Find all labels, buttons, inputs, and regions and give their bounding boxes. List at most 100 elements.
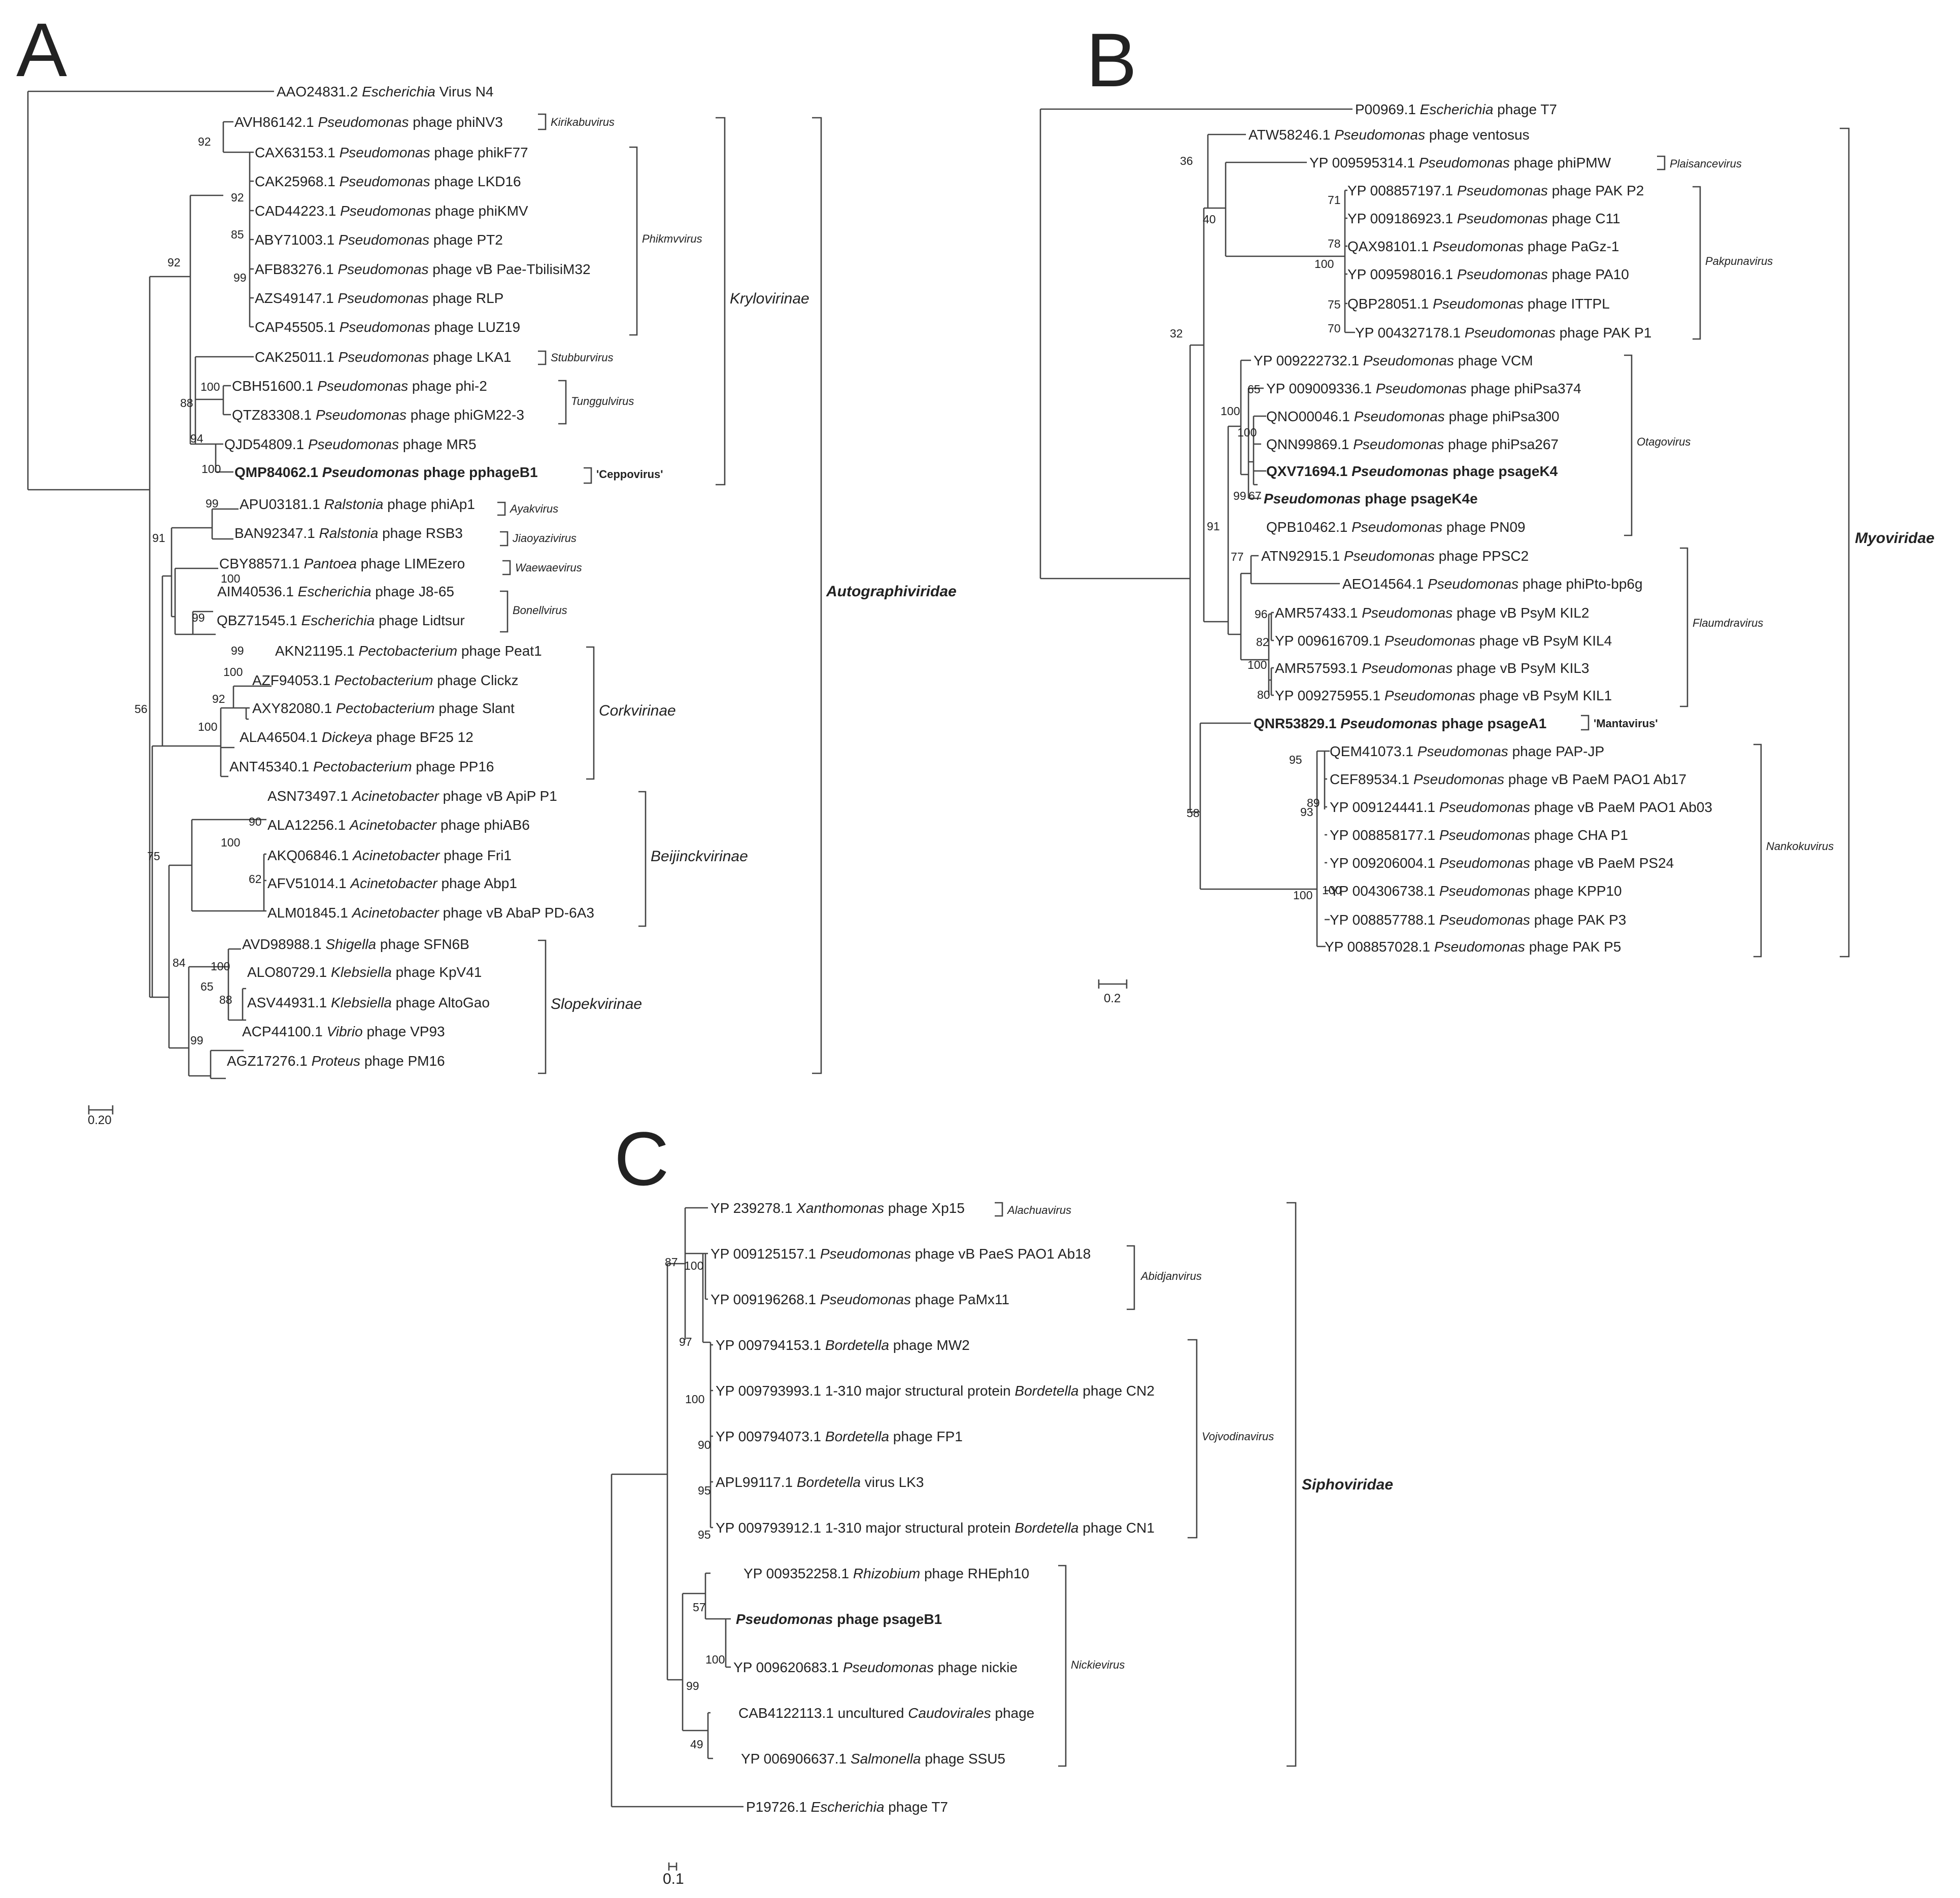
leaf-label-cab4122113-1-uncultured: CAB4122113.1 uncultured Caudovirales pha… xyxy=(738,1705,1034,1721)
panel-b-genus-brackets xyxy=(1581,127,1850,958)
leaf-description: phage Fri1 xyxy=(440,848,512,863)
leaf-description: phage RHEph10 xyxy=(920,1566,1029,1581)
leaf-description: phage phikF77 xyxy=(430,145,528,160)
leaf-accession: BAN92347.1 xyxy=(234,525,319,541)
bootstrap-value: 84 xyxy=(173,956,186,969)
leaf-label-cby88571-1: CBY88571.1 Pantoea phage LIMEzero xyxy=(219,556,465,571)
leaf-label-atw58246-1: ATW58246.1 Pseudomonas phage ventosus xyxy=(1248,127,1530,143)
leaf-accession: APL99117.1 xyxy=(716,1474,797,1490)
leaf-accession: AMR57593.1 xyxy=(1275,660,1362,676)
leaf-description: phage LUZ19 xyxy=(430,319,520,335)
leaf-genus: Acinetobacter xyxy=(349,875,438,891)
leaf-accession: ALA46504.1 xyxy=(240,729,322,745)
bootstrap-value: 77 xyxy=(1231,550,1244,563)
bootstrap-value: 99 xyxy=(192,611,205,624)
leaf-accession: YP 009124441.1 xyxy=(1330,799,1439,815)
leaf-genus: Pseudomonas xyxy=(1351,463,1448,479)
leaf-label-cax63153-1: CAX63153.1 Pseudomonas phage phikF77 xyxy=(255,145,528,160)
leaf-accession: YP 004327178.1 xyxy=(1355,325,1465,341)
leaf-description: phage T7 xyxy=(884,1799,948,1815)
leaf-genus: Pseudomonas xyxy=(339,232,429,248)
leaf-genus: Pseudomonas xyxy=(1457,266,1548,282)
panel-b-branches xyxy=(1039,108,1355,947)
leaf-accession: ALO80729.1 xyxy=(247,964,331,980)
leaf-description: phage psageB1 xyxy=(833,1611,942,1627)
leaf-label-axy82080-1: AXY82080.1 Pectobacterium phage Slant xyxy=(252,700,515,716)
leaf-genus: Acinetobacter xyxy=(351,905,440,921)
bootstrap-value: 89 xyxy=(1307,796,1320,809)
leaf-genus: Rhizobium xyxy=(853,1566,920,1581)
leaf-genus: Pseudomonas xyxy=(340,319,430,335)
bootstrap-value: 91 xyxy=(152,531,165,545)
leaf-label-qno00046-1: QNO00046.1 Pseudomonas phage phiPsa300 xyxy=(1266,409,1560,424)
leaf-description: phage ventosus xyxy=(1425,127,1530,143)
leaf-description: phage vB PaeM PS24 xyxy=(1530,855,1674,871)
leaf-label-qmp84062-1: QMP84062.1 Pseudomonas phage pphageB1 xyxy=(234,464,538,480)
leaf-genus: Pseudomonas xyxy=(1433,296,1524,312)
leaf-genus: Pseudomonas xyxy=(1340,716,1437,731)
leaf-label-qem41073-1: QEM41073.1 Pseudomonas phage PAP-JP xyxy=(1330,743,1604,759)
bootstrap-value: 32 xyxy=(1170,327,1183,340)
leaf-description: phage Abp1 xyxy=(437,875,517,891)
leaf-accession: YP 239278.1 xyxy=(711,1200,796,1216)
leaf-accession: ACP44100.1 xyxy=(242,1024,327,1039)
leaf-description: phage ITTPL xyxy=(1524,296,1610,312)
leaf-description: phage PPSC2 xyxy=(1435,548,1529,564)
leaf-accession: APU03181.1 xyxy=(240,496,324,512)
bootstrap-value: 96 xyxy=(1255,607,1268,621)
leaf-accession: AZS49147.1 xyxy=(255,290,337,306)
leaf-label-cap45505-1: CAP45505.1 Pseudomonas phage LUZ19 xyxy=(255,319,520,335)
leaf-accession: ALA12256.1 xyxy=(267,817,350,833)
leaf-accession: YP 009598016.1 xyxy=(1347,266,1457,282)
leaf-genus: Pseudomonas xyxy=(1413,771,1504,787)
bootstrap-value: 78 xyxy=(1328,237,1341,250)
bootstrap-value: 100 xyxy=(223,665,243,679)
leaf-accession: AAO24831.2 xyxy=(277,84,362,99)
leaf-description: phage LIMEzero xyxy=(357,556,465,571)
bootstrap-value: 95 xyxy=(1289,753,1302,766)
bootstrap-value: 100 xyxy=(685,1393,704,1406)
leaf-accession: AKQ06846.1 xyxy=(267,848,353,863)
leaf-description: phage VP93 xyxy=(363,1024,445,1039)
leaf-accession: CAK25968.1 xyxy=(255,174,340,189)
leaf-accession: YP 008857197.1 xyxy=(1347,183,1457,198)
leaf-genus: Pseudomonas xyxy=(340,145,430,160)
leaf-description: phage PM16 xyxy=(360,1053,445,1069)
leaf-genus: Pseudomonas xyxy=(322,464,419,480)
bootstrap-value: 95 xyxy=(698,1484,711,1497)
leaf-description: phage C11 xyxy=(1548,211,1620,226)
leaf-label-cak25968-1: CAK25968.1 Pseudomonas phage LKD16 xyxy=(255,174,521,189)
bootstrap-value: 82 xyxy=(1256,635,1269,649)
bootstrap-value: 62 xyxy=(249,872,262,886)
leaf-description: phage VCM xyxy=(1454,353,1533,368)
leaf-label-qjd54809-1: QJD54809.1 Pseudomonas phage MR5 xyxy=(224,436,477,452)
leaf-description: phage MW2 xyxy=(889,1337,970,1353)
leaf-accession: ALM01845.1 xyxy=(267,905,352,921)
leaf-description: phage vB PsyM KIL1 xyxy=(1475,688,1612,703)
leaf-label-yp-009009336-1: YP 009009336.1 Pseudomonas phage phiPsa3… xyxy=(1266,381,1581,396)
bootstrap-value: 100 xyxy=(684,1259,703,1272)
leaf-label-aeo14564-1: AEO14564.1 Pseudomonas phage phiPto-bp6g xyxy=(1342,576,1643,592)
leaf-accession: AEO14564.1 xyxy=(1342,576,1428,592)
leaf-label-qtz83308-1: QTZ83308.1 Pseudomonas phage phiGM22-3 xyxy=(232,407,524,423)
leaf-label-akq06846-1: AKQ06846.1 Acinetobacter phage Fri1 xyxy=(267,848,512,863)
leaf-genus: Pseudomonas xyxy=(736,1611,833,1627)
panel-b-scale-bar: 0.2 xyxy=(1098,979,1128,1005)
leaf-genus: Pseudomonas xyxy=(1384,633,1475,649)
leaf-description: phage phiKMV xyxy=(431,203,528,219)
leaf-label-qnr53829-1: QNR53829.1 Pseudomonas phage psageA1 xyxy=(1254,716,1546,731)
leaf-description: phage PAK P5 xyxy=(1525,939,1621,955)
leaf-genus: Pseudomonas xyxy=(1362,605,1452,621)
leaf-accession: YP 009125157.1 xyxy=(711,1246,820,1262)
leaf-genus: Pseudomonas xyxy=(1419,155,1510,171)
leaf-description: phage pphageB1 xyxy=(419,464,537,480)
leaf-label-yp-009124441-1: YP 009124441.1 Pseudomonas phage vB PaeM… xyxy=(1330,799,1712,815)
bootstrap-value: 100 xyxy=(1293,889,1312,902)
leaf-label-yp-004306738-1: YP 004306738.1 Pseudomonas phage KPP10 xyxy=(1330,883,1622,899)
leaf-accession: QNN99869.1 xyxy=(1266,436,1353,452)
subfamily-label-beijinckvirinae: Beijinckvirinae xyxy=(651,848,748,865)
bootstrap-value: 100 xyxy=(1237,426,1257,439)
